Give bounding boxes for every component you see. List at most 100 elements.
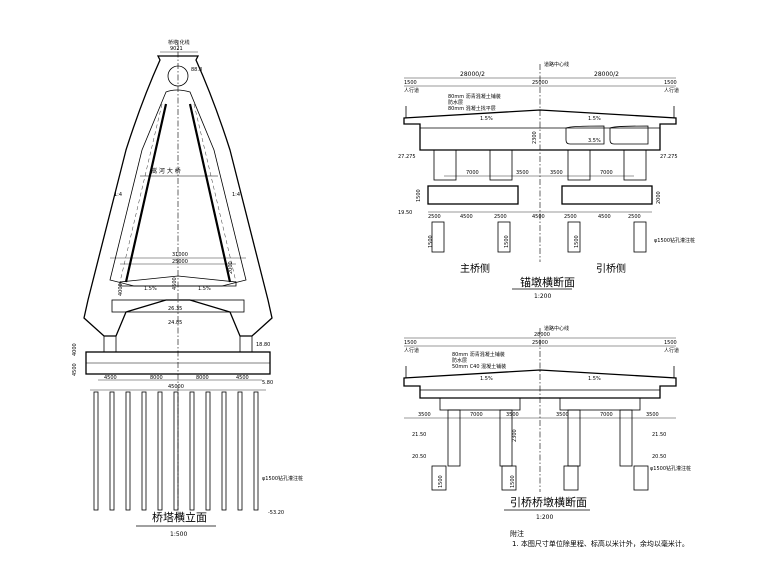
pile [157, 391, 163, 511]
anchor-label-approach: 引桥侧 [596, 262, 626, 275]
anchor-elev-right: 27.275 [660, 154, 678, 160]
anchor-pile-h-1: 1500 [428, 235, 434, 248]
approach-pile [633, 465, 649, 491]
approach-slope-left: 1.5% [480, 376, 493, 382]
anchor-cap-height-right: 2000 [656, 191, 662, 204]
anchor-footing-elev: 19.50 [398, 210, 412, 216]
anchor-pile [567, 221, 581, 253]
tower-elevation-view: 桥塔 化线 9021 88.8 嵩 河 大 桥 1:4 1:4 31000 25… [72, 39, 303, 538]
notes-line-1: 1. 本图尺寸单位除里程、标高以米计外，余均以毫米计。 [512, 539, 689, 548]
anchor-total-width: 25000 [532, 80, 548, 86]
approach-edge-right: 1500 [664, 340, 677, 346]
tower-top-opening [167, 65, 189, 87]
approach-pile [501, 465, 517, 491]
approach-pier-scale: 1:200 [536, 514, 553, 521]
anchor-layer-2: 防水层 [448, 99, 463, 106]
pile [125, 391, 131, 511]
anchor-sidewalk-right: 人行道 [664, 87, 679, 94]
anchor-pile [633, 221, 647, 253]
approach-elev-2: 20.50 [412, 454, 426, 460]
anchor-pile-h-2: 1500 [504, 235, 510, 248]
notes-heading: 附注 [510, 529, 524, 538]
cable-right-2 [193, 103, 237, 283]
tower-top-elev: 88.8 [191, 67, 202, 73]
anchor-column-2 [489, 149, 513, 181]
anchor-pier-spacing-3: 3500 [550, 170, 563, 176]
approach-elev-1: 21.50 [412, 432, 426, 438]
anchor-cap-height-left: 1500 [416, 189, 422, 202]
anchor-sidewalk-left: 人行道 [404, 87, 419, 94]
approach-pile-h-2: 1500 [510, 475, 516, 488]
tower-side-left: 1:4 [114, 192, 122, 198]
tower-slope-left: 1.5% [144, 286, 157, 292]
approach-sidewalk-right: 人行道 [664, 347, 679, 354]
anchor-label-main: 主桥侧 [460, 262, 490, 275]
footing-width: 45000 [168, 384, 184, 390]
approach-pile [431, 465, 447, 491]
anchor-pier-scale: 1:200 [534, 293, 551, 300]
tower-lower-crossbeam [111, 299, 245, 313]
pile-spacing-mid-2: 8000 [196, 375, 209, 381]
tower-deck-name: 嵩 河 大 桥 [151, 167, 181, 175]
approach-elev-3: 21.50 [652, 432, 666, 438]
pile-spacing-right: 4500 [236, 375, 249, 381]
anchor-edge-right: 1500 [664, 80, 677, 86]
anchor-pier-spacing-1: 7000 [466, 170, 479, 176]
anchor-girder-height: 2300 [532, 131, 538, 144]
anchor-layer-3: 80mm 混凝土找平层 [448, 105, 496, 112]
tower-cap-height-2: 4500 [72, 363, 78, 376]
approach-cap-h: 2300 [512, 429, 518, 442]
anchor-elev-left: 27.275 [398, 154, 416, 160]
anchor-footing-5: 2500 [564, 214, 577, 220]
approach-inner: 25000 [532, 340, 548, 346]
anchor-half-left: 28000/2 [460, 71, 485, 78]
approach-centerline-label: 道路中心线 [544, 325, 569, 332]
tower-top-label: 桥塔 化线 [168, 39, 190, 46]
anchor-pier-view: 道路中心线 28000/2 28000/2 1500 25000 1500 人行… [398, 61, 695, 300]
pile [253, 391, 259, 511]
pile-spacing-mid-1: 8000 [150, 375, 163, 381]
anchor-deck-girder [403, 109, 677, 151]
approach-pile-h-1: 1500 [438, 475, 444, 488]
approach-dim-1: 3500 [418, 412, 431, 418]
beam-dim-outer: 31000 [172, 252, 188, 258]
beam-dim-inner: 25000 [172, 259, 188, 265]
tower-elevation-scale: 1:500 [170, 531, 187, 538]
approach-column-1 [447, 409, 461, 467]
approach-column-2 [499, 409, 513, 467]
anchor-footing-3: 2500 [494, 214, 507, 220]
tower-inner-outline [109, 89, 247, 287]
cable-left-2 [119, 103, 163, 283]
anchor-column-4 [623, 149, 647, 181]
approach-pile [563, 465, 579, 491]
anchor-pier-spacing-2: 3500 [516, 170, 529, 176]
approach-total: 28000 [534, 332, 550, 338]
anchor-pier-title: 锚墩横断面 [520, 275, 575, 289]
cable-left-1 [124, 103, 168, 283]
beam-right-gap: 2000 [228, 261, 234, 274]
tower-deck-slab [119, 275, 237, 287]
anchor-pile-cap-right [561, 185, 653, 205]
anchor-footing-2: 4500 [460, 214, 473, 220]
tower-piles [93, 391, 259, 511]
anchor-half-right: 28000/2 [594, 71, 619, 78]
approach-dim-5: 7000 [600, 412, 613, 418]
anchor-column-3 [567, 149, 591, 181]
approach-slope-right: 1.5% [588, 376, 601, 382]
pile [109, 391, 115, 511]
tower-elevation-title: 桥塔横立面 [152, 510, 207, 524]
anchor-centerline-label: 道路中心线 [544, 61, 569, 68]
pile [221, 391, 227, 511]
anchor-layer-1: 80mm 沥青混凝土铺装 [448, 93, 501, 100]
pile [189, 391, 195, 511]
anchor-pile [497, 221, 511, 253]
approach-edge-left: 1500 [404, 340, 417, 346]
tower-deck-elev-1: 26.35 [168, 306, 182, 312]
anchor-pier-spacing-4: 7000 [600, 170, 613, 176]
anchor-pile-note: φ1500钻孔灌注桩 [654, 237, 695, 244]
tower-side-right: 1:4 [232, 192, 240, 198]
approach-layer-2: 防水层 [452, 357, 467, 364]
beam-left-gap: 4000 [118, 283, 124, 296]
tower-deck-elev-2: 24.85 [168, 320, 182, 326]
